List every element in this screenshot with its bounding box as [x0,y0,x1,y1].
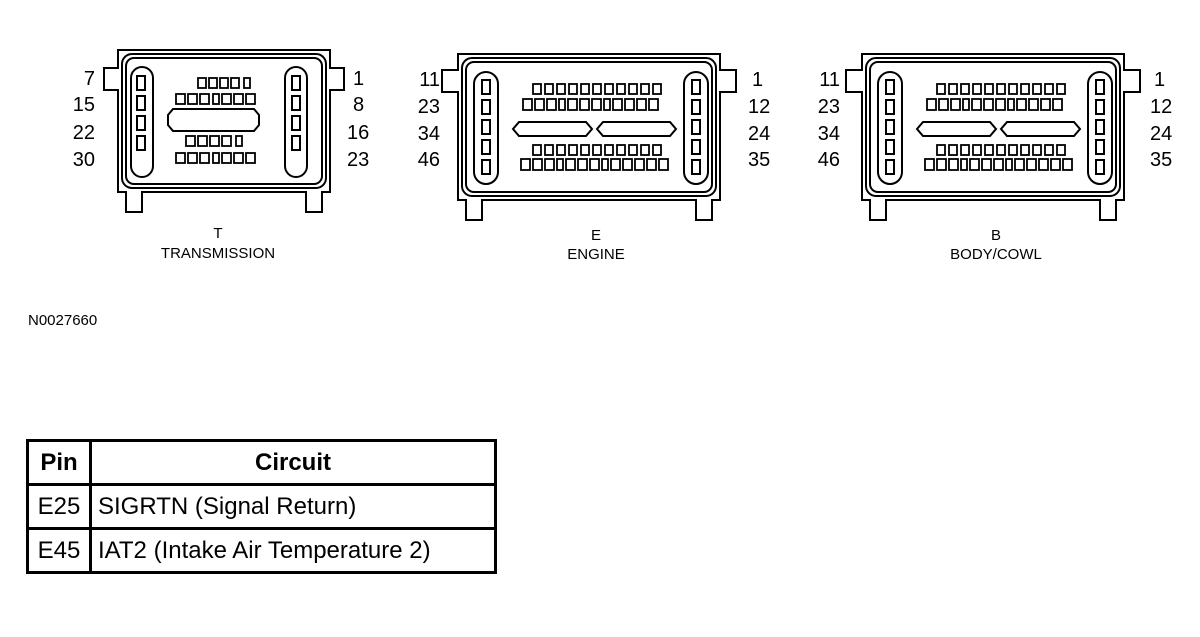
pin-label-right-3: 24 [748,123,770,145]
connector-diagram: 7 15 22 30 1 8 16 23 T TRANSMISSION [73,49,1172,263]
pin-label-left-2: 23 [418,96,440,118]
pin-label-right-2: 8 [353,94,364,116]
table-row: E45 IAT2 (Intake Air Temperature 2) [26,527,497,574]
pin-label-right-1: 1 [752,69,763,91]
circuit-column-header: Circuit [89,439,497,486]
connector-engine: 11 23 34 46 1 12 24 35 E ENGINE [418,53,770,263]
pin-label-left-2: 23 [818,96,840,118]
pin-label-right-1: 1 [1154,69,1165,91]
pin-label-right-1: 1 [353,68,364,90]
pin-label-left-3: 34 [818,123,840,145]
connector-letter: B [991,227,1001,244]
connector-body-cowl: 11 23 34 46 1 12 24 35 B BODY/COWL [818,53,1172,263]
table-header-row: Pin Circuit [26,439,497,486]
connector-name: ENGINE [567,246,625,263]
pin-label-right-2: 12 [1150,96,1172,118]
pin-cell: E25 [26,483,92,530]
connector-housing [845,53,1141,221]
pin-label-right-3: 16 [347,122,369,144]
figure-id: N0027660 [28,312,98,329]
pin-label-left-4: 30 [73,149,95,171]
pin-label-left-1: 11 [419,69,440,91]
pin-label-left-3: 22 [73,122,95,144]
connector-letter: E [591,227,601,244]
circuit-cell: IAT2 (Intake Air Temperature 2) [89,527,497,574]
circuit-cell: SIGRTN (Signal Return) [89,483,497,530]
connector-name: TRANSMISSION [161,245,275,262]
pin-circuit-table: Pin Circuit E25 SIGRTN (Signal Return) E… [26,439,497,574]
pin-label-right-4: 35 [1150,149,1172,171]
connector-transmission: 7 15 22 30 1 8 16 23 T TRANSMISSION [73,49,369,262]
pin-label-left-4: 46 [818,149,840,171]
pin-label-left-1: 7 [84,68,95,90]
connector-name: BODY/COWL [950,246,1042,263]
pin-label-right-3: 24 [1150,123,1172,145]
pin-label-left-1: 11 [819,69,840,91]
pin-label-left-2: 15 [73,94,95,116]
pin-column-header: Pin [26,439,92,486]
connector-housing [103,49,345,213]
pin-label-left-4: 46 [418,149,440,171]
pin-label-right-4: 23 [347,149,369,171]
pin-cell: E45 [26,527,92,574]
connector-housing [441,53,737,221]
table-row: E25 SIGRTN (Signal Return) [26,483,497,530]
pin-label-left-3: 34 [418,123,440,145]
pin-label-right-4: 35 [748,149,770,171]
connector-letter: T [213,225,222,242]
pin-label-right-2: 12 [748,96,770,118]
